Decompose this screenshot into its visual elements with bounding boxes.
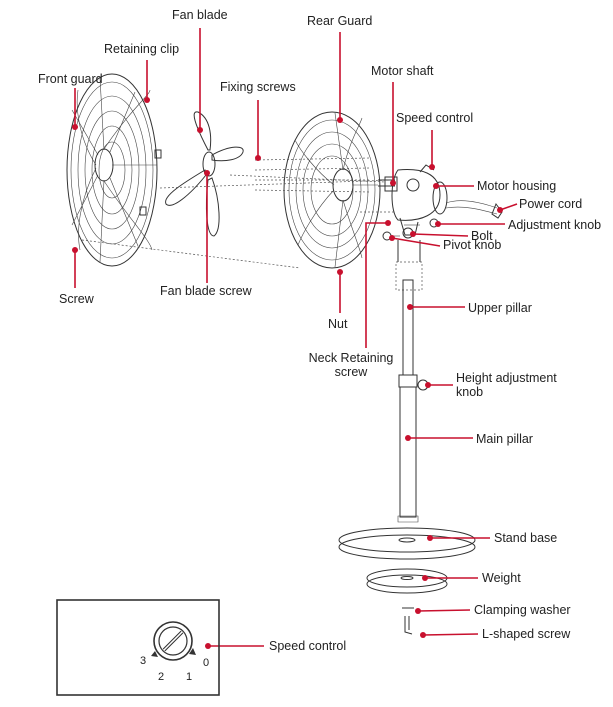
dial-setting-0: 0 xyxy=(203,657,210,669)
power-cord-label: Power cord xyxy=(519,197,583,211)
front-guard-label: Front guard xyxy=(38,72,103,86)
speed-control-label: Speed control xyxy=(396,111,474,125)
leader-lines xyxy=(72,28,518,649)
dial-setting-3: 3 xyxy=(140,655,147,667)
motor-housing-label: Motor housing xyxy=(477,179,557,193)
bolt-label: Bolt xyxy=(471,229,493,243)
main-pillar-label: Main pillar xyxy=(476,432,533,446)
rear-guard-label: Rear Guard xyxy=(307,14,373,28)
speed-control-inset-label: Speed control xyxy=(269,639,347,653)
rear-guard-art xyxy=(283,111,381,269)
stand-base-label: Stand base xyxy=(494,531,558,545)
nut-label: Nut xyxy=(328,317,348,331)
alignment-lines xyxy=(81,157,396,269)
clamping-washer-label: Clamping washer xyxy=(474,603,571,617)
fan-blade-label: Fan blade xyxy=(172,8,228,22)
pivot-knob-label: Pivot knob xyxy=(443,238,502,252)
dial-setting-2: 2 xyxy=(158,671,165,683)
dial-setting-1: 1 xyxy=(186,671,193,683)
fixing-screws-label: Fixing screws xyxy=(220,80,296,94)
adjustment-knob-label: Adjustment knob xyxy=(508,218,602,232)
motor-shaft-label: Motor shaft xyxy=(371,64,434,78)
height-adjustment-knob-label: Height adjustment knob xyxy=(456,371,557,399)
upper-pillar-label: Upper pillar xyxy=(468,301,532,315)
weight-label: Weight xyxy=(482,571,521,585)
l-shaped-screw-label: L-shaped screw xyxy=(482,627,571,641)
motor-art xyxy=(378,164,503,241)
stand-art xyxy=(338,240,476,635)
fan-blade-screw-label: Fan blade screw xyxy=(160,284,252,298)
front-guard-art xyxy=(66,73,162,267)
retaining-clip-label: Retaining clip xyxy=(104,42,180,56)
neck-retaining-screw-label: Neck Retaining screw xyxy=(308,351,394,379)
screw-label: Screw xyxy=(59,292,94,306)
speed-control-inset-art xyxy=(56,599,220,696)
